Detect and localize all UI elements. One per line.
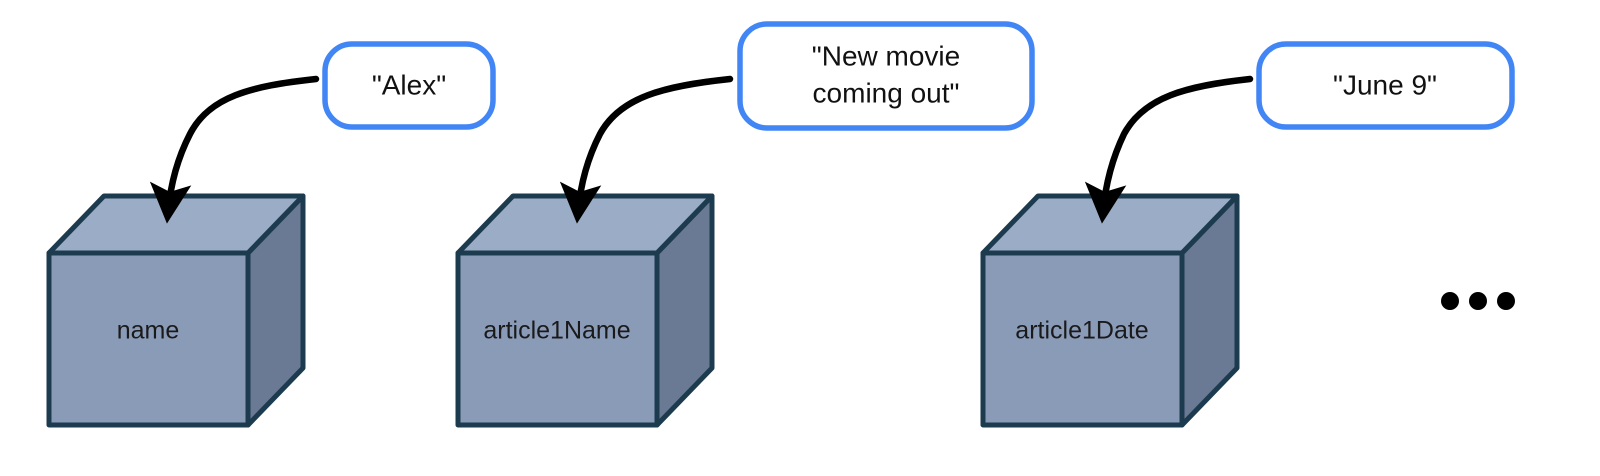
- arrow-to-name: [149, 75, 320, 224]
- bubble-border: [1256, 41, 1515, 130]
- cube-group-article1name[interactable]: article1Name: [455, 193, 715, 428]
- more-cubes-ellipsis-icon: [1441, 292, 1515, 310]
- cube-front-face: [455, 250, 660, 428]
- bubble-june-9[interactable]: "June 9": [1256, 41, 1515, 130]
- cube-label-name: name: [117, 317, 180, 345]
- bubble-alex[interactable]: "Alex": [322, 41, 496, 130]
- bubble-text-line2: coming out": [813, 77, 960, 108]
- bubble-text-line1: "June 9": [1333, 69, 1437, 100]
- ellipsis-dot: [1497, 292, 1515, 310]
- bubble-border: [737, 21, 1035, 131]
- ellipsis-dot: [1469, 292, 1487, 310]
- cube-group-name[interactable]: name: [46, 193, 306, 428]
- bubble-text-line1: "New movie: [812, 40, 960, 71]
- bubble-new-movie[interactable]: "New movie coming out": [737, 21, 1035, 131]
- bubble-text-line1: "Alex": [372, 69, 446, 100]
- cube-front-face: [980, 250, 1185, 428]
- arrow-to-article1name: [559, 75, 734, 224]
- arrow-to-article1date: [1084, 75, 1254, 224]
- cube-label-article1date: article1Date: [1015, 317, 1148, 345]
- cube-group-article1date[interactable]: article1Date: [980, 193, 1240, 428]
- cube-label-article1name: article1Name: [483, 317, 630, 345]
- bubble-border: [322, 41, 496, 130]
- cube-front-face: [46, 250, 251, 428]
- ellipsis-dot: [1441, 292, 1459, 310]
